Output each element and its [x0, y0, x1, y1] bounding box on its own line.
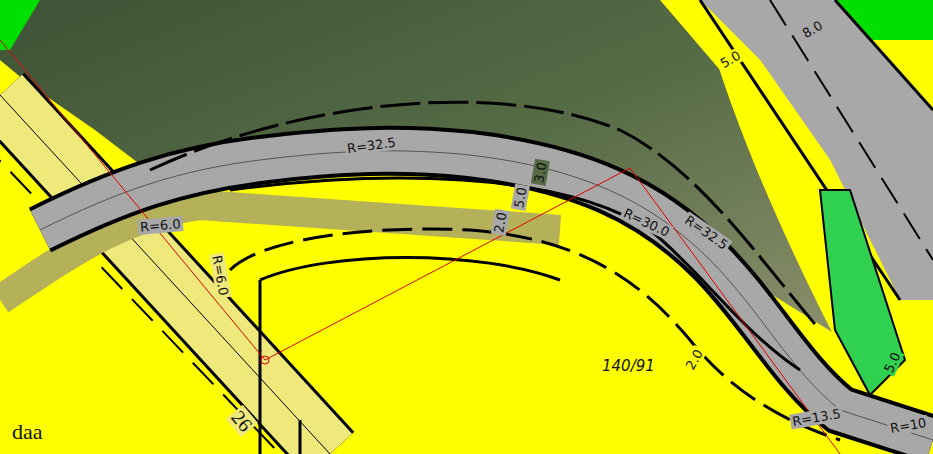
- dimension-label: daa: [10, 420, 45, 444]
- dimension-label: 140/91: [600, 358, 657, 375]
